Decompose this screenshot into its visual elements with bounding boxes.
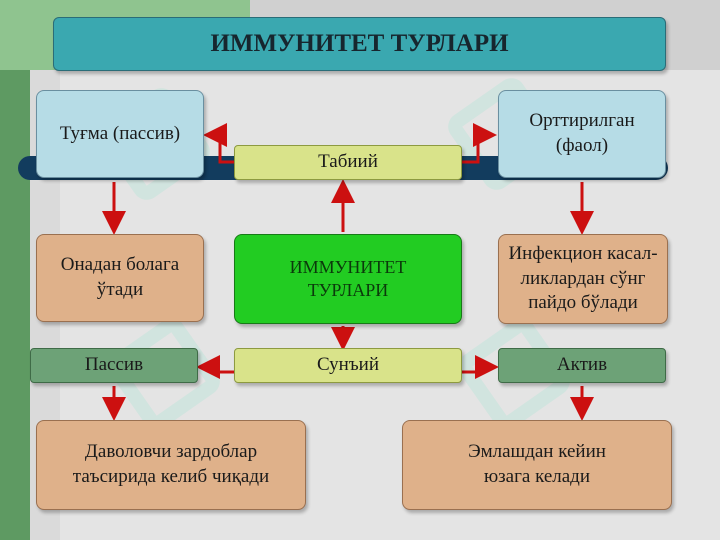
box-serum-line2: таъсирида келиб чиқади (72, 466, 270, 487)
box-after-infection-line2: ликлардан сўнг (520, 267, 646, 289)
box-vaccine: Эмлашдан кейин юзага келади (402, 420, 672, 510)
box-artificial-text: Сунъий (316, 354, 380, 376)
box-passive: Пассив (30, 348, 198, 383)
box-acquired-line2: (фаол) (555, 135, 609, 156)
diagram-title-text: ИММУНИТЕТ ТУРЛАРИ (210, 29, 509, 57)
box-serum: Даволовчи зардоблар таъсирида келиб чиқа… (36, 420, 306, 510)
box-acquired-line1: Орттирилган (529, 110, 635, 132)
box-passive-text: Пассив (84, 354, 144, 376)
box-serum-line1: Даволовчи зардоблар (84, 441, 258, 463)
box-innate-text: Туғма (пассив) (59, 122, 181, 144)
arrow-artificial-to-active (462, 355, 499, 379)
box-natural-text: Табиий (318, 151, 378, 173)
box-after-infection-line3: пайдо бўлади (528, 292, 638, 314)
arrow-natural-to-acquired (462, 123, 497, 164)
background-stripe (0, 0, 30, 540)
box-from-mother-line1: Онадан болага (60, 254, 180, 276)
box-after-infection-line1: Инфекцион касал- (508, 242, 658, 264)
box-from-mother: Онадан болага ўтади (36, 234, 204, 322)
box-center-line2: ТУРЛАРИ (307, 280, 389, 300)
box-artificial: Сунъий (234, 348, 462, 383)
box-innate: Туғма (пассив) (36, 90, 204, 178)
box-natural: Табиий (234, 145, 462, 180)
arrow-natural-to-innate (203, 123, 234, 164)
box-active: Актив (498, 348, 666, 383)
box-from-mother-line2: ўтади (96, 279, 144, 300)
box-acquired: Орттирилган (фаол) (498, 90, 666, 178)
arrow-artificial-to-passive (196, 355, 234, 379)
diagram-title: ИММУНИТЕТ ТУРЛАРИ (53, 17, 666, 71)
box-vaccine-line1: Эмлашдан кейин (468, 441, 606, 463)
box-center-line1: ИММУНИТЕТ (289, 256, 407, 277)
box-center: ИММУНИТЕТ ТУРЛАРИ (234, 234, 462, 324)
box-vaccine-line2: юзага келади (483, 466, 591, 487)
box-after-infection: Инфекцион касал- ликлардан сўнг пайдо бў… (498, 234, 668, 324)
box-active-text: Актив (556, 354, 608, 376)
